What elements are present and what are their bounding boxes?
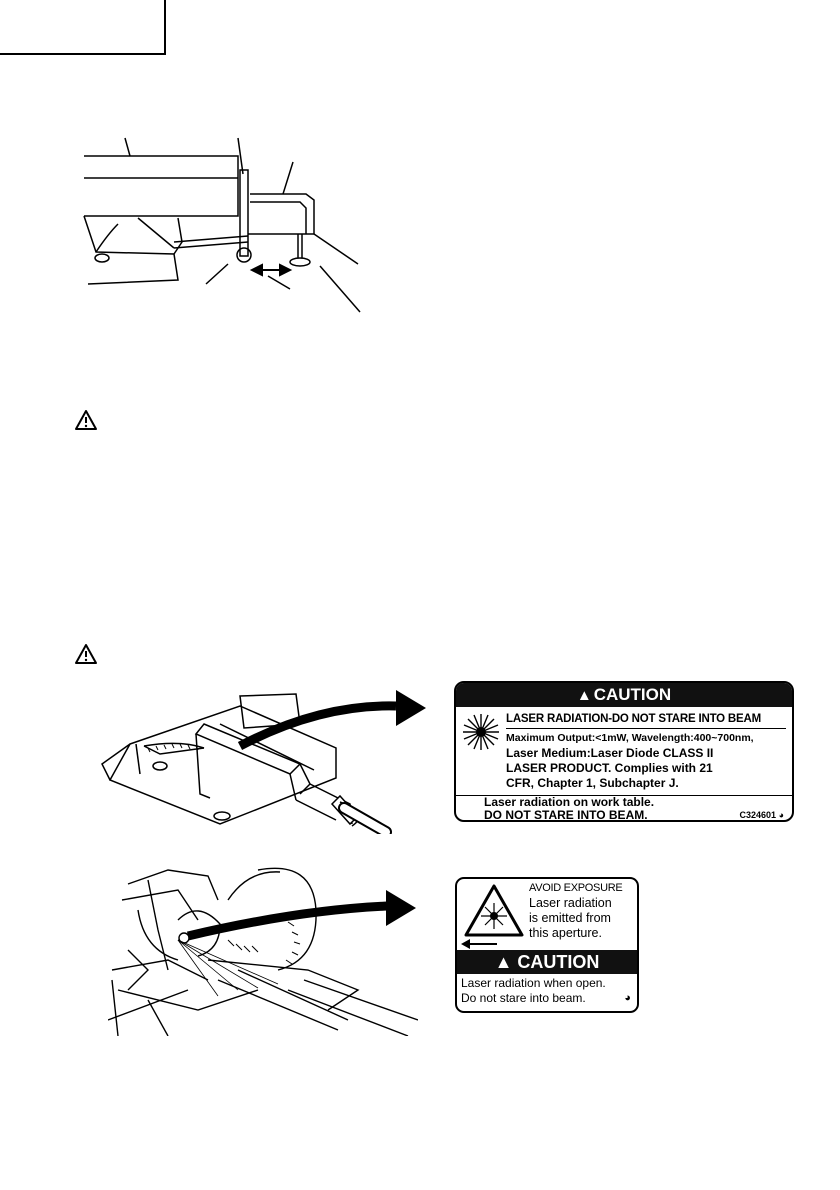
- label-specs: Maximum Output:<1mW, Wavelength:400~700n…: [506, 731, 754, 791]
- saw-head-figure: [108, 867, 418, 1036]
- saw-table-figure: [101, 690, 426, 834]
- warning-triangle-icon: [75, 410, 97, 430]
- caution-heading: ▲CAUTION: [456, 683, 792, 707]
- aperture-line-3: this aperture.: [529, 926, 602, 940]
- label-code-text: C324601: [739, 810, 777, 820]
- avoid-exposure-text: AVOID EXPOSURE: [529, 882, 623, 894]
- footer-line-2: DO NOT STARE INTO BEAM.: [484, 808, 648, 822]
- label-body: LASER RADIATION-DO NOT STARE INTO BEAM M…: [456, 707, 792, 796]
- warning-triangle-icon: [75, 644, 97, 664]
- footer-line-1: Laser radiation on work table.: [484, 795, 655, 809]
- page-corner-tab: [0, 0, 166, 55]
- left-arrow-icon: [461, 939, 497, 949]
- laser-caution-label: ▲CAUTION LASER RADIATION-DO NOT STARE IN…: [454, 681, 794, 822]
- label-code: C324601 ◕: [740, 810, 785, 820]
- aperture-line-1: Laser radiation: [529, 896, 612, 910]
- warning-icon: ▲: [576, 687, 592, 704]
- medium-line: Laser Medium:Laser Diode CLASS II: [506, 746, 714, 760]
- aperture-caution-label: AVOID EXPOSURE Laser radiation is emitte…: [455, 877, 639, 1013]
- caution-band: ▲ CAUTION: [457, 950, 637, 974]
- label-rule: [506, 728, 786, 729]
- label-top-text: AVOID EXPOSURE Laser radiation is emitte…: [529, 881, 623, 941]
- footer-text: Laser radiation on work table. DO NOT ST…: [484, 795, 655, 822]
- recycle-icon: ◕: [624, 992, 631, 1004]
- bottom-line-2: Do not stare into beam.: [461, 991, 586, 1005]
- laser-burst-icon: [463, 714, 499, 750]
- spec-line: Maximum Output:<1mW, Wavelength:400~700n…: [506, 732, 754, 744]
- label-title: LASER RADIATION-DO NOT STARE INTO BEAM: [506, 713, 761, 725]
- product-line: LASER PRODUCT. Complies with 21: [506, 761, 713, 775]
- label-bottom-text: Laser radiation when open. Do not stare …: [461, 976, 606, 1006]
- laser-warning-triangle-icon: [464, 884, 524, 937]
- label-top: AVOID EXPOSURE Laser radiation is emitte…: [457, 879, 637, 949]
- clamp-figure: [83, 137, 361, 313]
- bottom-line-1: Laser radiation when open.: [461, 976, 606, 990]
- caution-band-text: CAUTION: [517, 952, 600, 972]
- aperture-line-2: is emitted from: [529, 911, 611, 925]
- cfr-line: CFR, Chapter 1, Subchapter J.: [506, 776, 679, 790]
- warning-icon: ▲: [494, 952, 513, 972]
- recycle-icon: ◕: [778, 810, 784, 820]
- caution-heading-text: CAUTION: [593, 685, 672, 704]
